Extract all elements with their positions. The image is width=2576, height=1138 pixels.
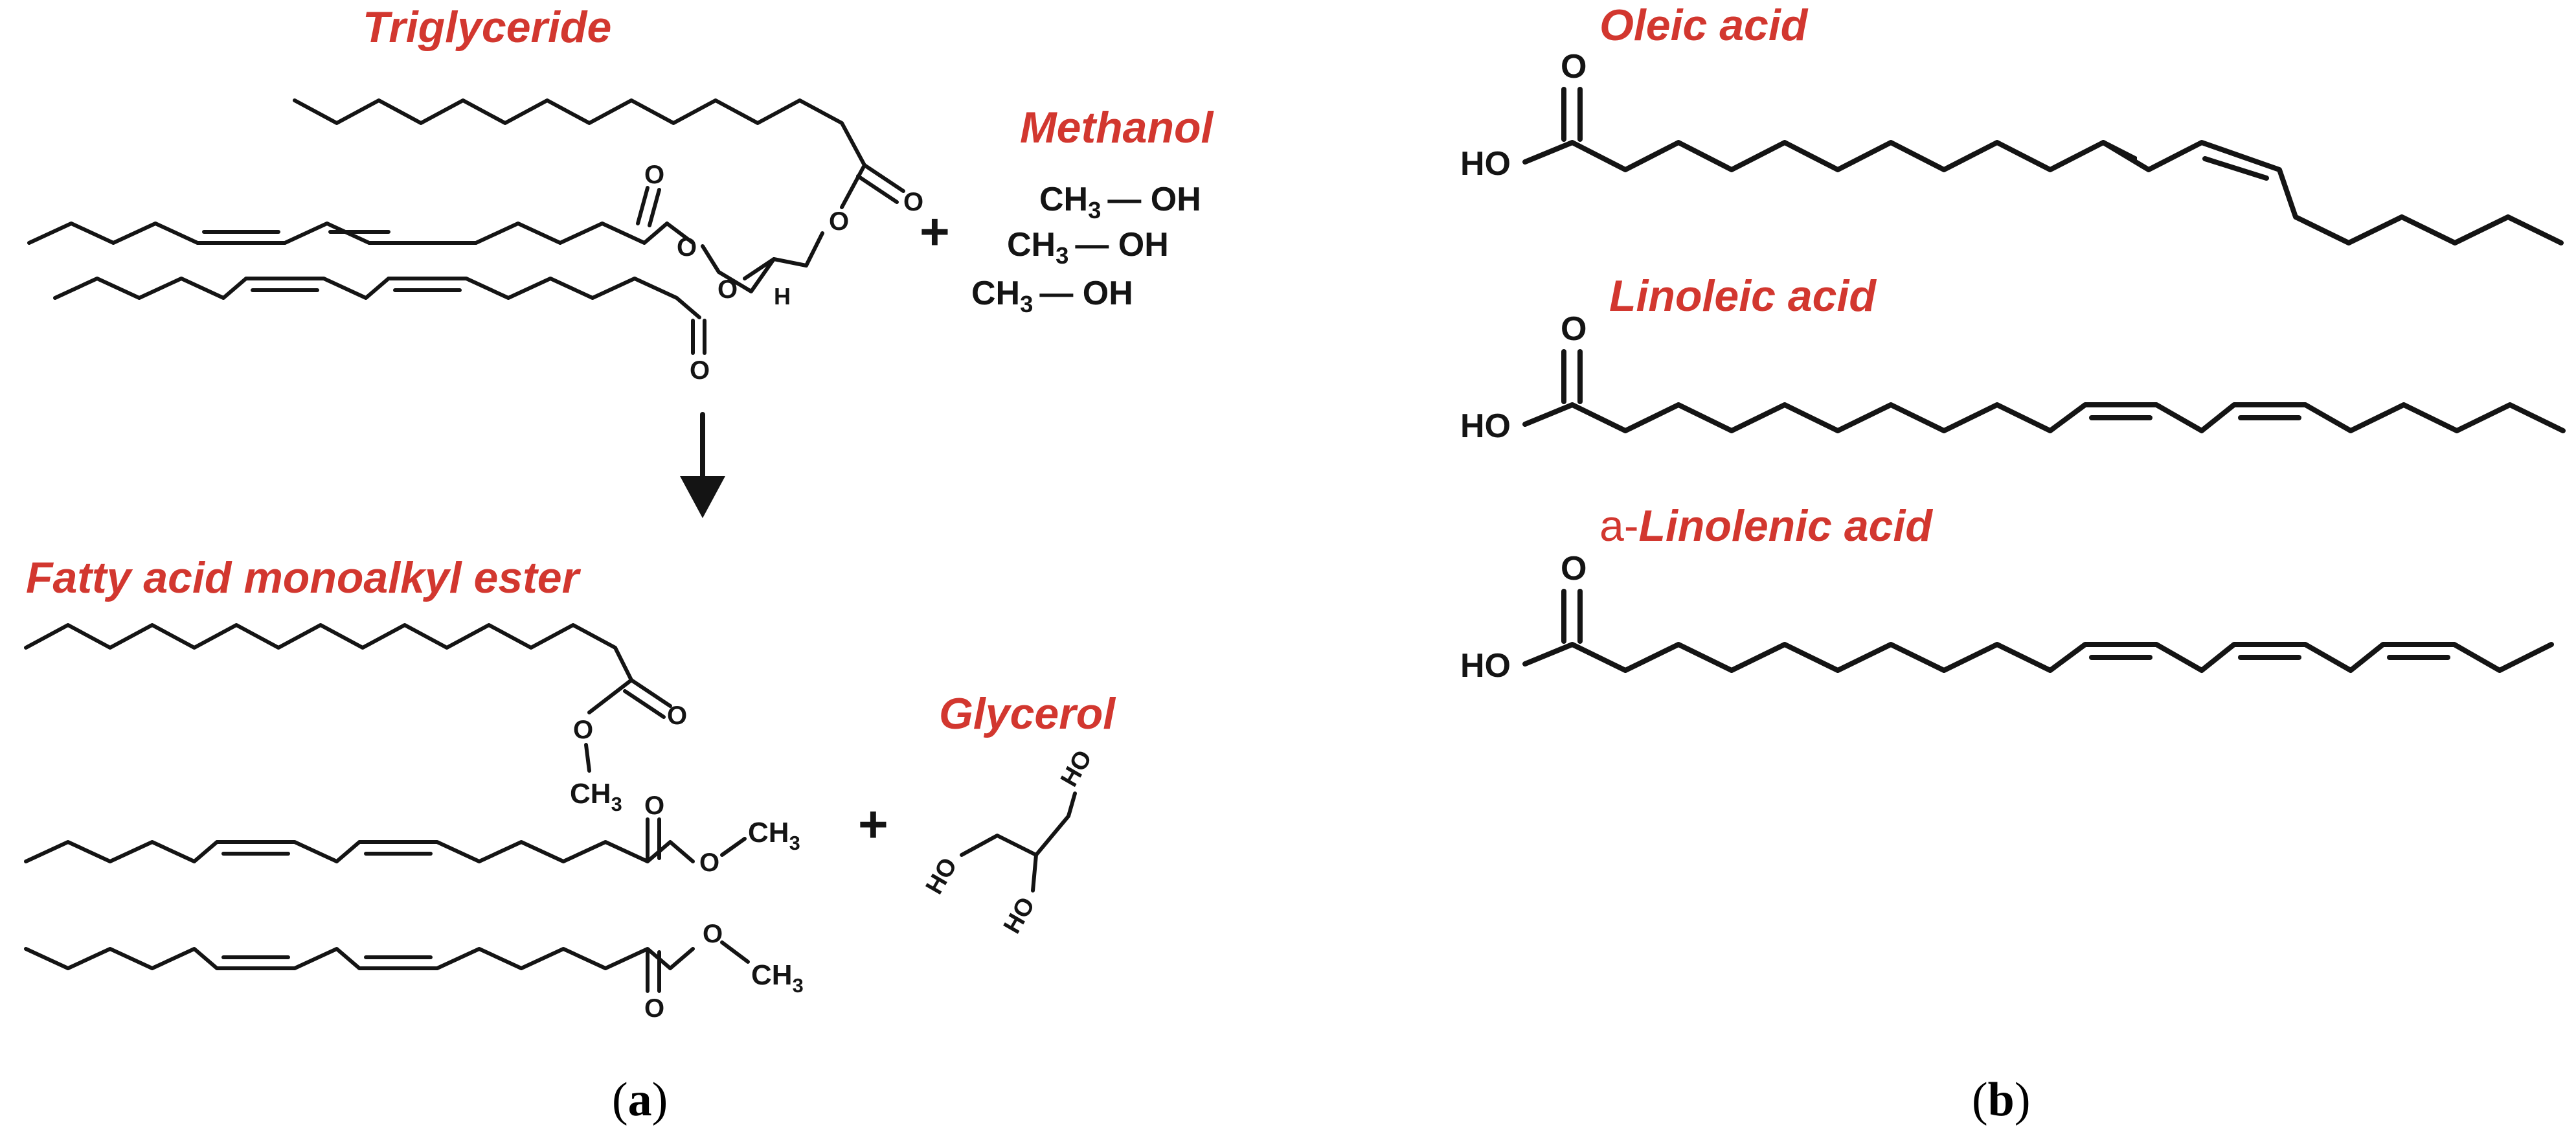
fame-3-methyl-bond (720, 940, 750, 964)
oleic-acid-label: Oleic acid (1599, 1, 1809, 50)
svg-text:CH3: CH3 (751, 959, 804, 997)
caption-b: (b) (1972, 1073, 2030, 1126)
fame-3-o-carbonyl: O (644, 994, 664, 1023)
methanol-1-oh: — OH (1107, 181, 1201, 218)
fame-1-o-carbonyl: O (667, 701, 687, 730)
methanol-3: CH3— OH (971, 275, 1133, 317)
plus-sign-bottom: + (858, 795, 888, 853)
methanol-1-ch: CH (1039, 181, 1088, 218)
fame-3-ch: CH (751, 959, 793, 991)
methanol-1: CH3— OH (1039, 181, 1201, 223)
methanol-2-ch: CH (1007, 226, 1056, 264)
methanol-2-oh: — OH (1075, 226, 1168, 264)
fame-3-sub: 3 (793, 974, 804, 997)
fame-1-sub: 3 (611, 793, 622, 815)
svg-text:CH3— OH: CH3— OH (971, 275, 1133, 317)
tg-chain-1 (293, 98, 866, 209)
tg-chain-1-o-carbonyl: O (903, 188, 923, 216)
fame-1-methyl-bond (584, 743, 591, 773)
triglyceride-label: Triglyceride (363, 3, 611, 52)
linolenic-prefix: a- (1599, 501, 1638, 551)
linoleic-acid-label: Linoleic acid (1609, 271, 1877, 321)
panel-b: Oleic acid HO O Linoleic acid HO O a-Lin… (1460, 1, 2566, 1126)
fame-2-ch: CH (748, 817, 789, 848)
svg-text:CH3— OH: CH3— OH (1039, 181, 1201, 223)
plus-sign-top: + (920, 203, 950, 260)
fame-chain-1-carbonyl-2 (623, 689, 666, 719)
fame-1-o-ester: O (573, 716, 593, 744)
tg-chain-3-o-carbonyl: O (690, 356, 710, 385)
fame-label: Fatty acid monoalkyl ester (26, 553, 582, 602)
methanol-1-sub: 3 (1088, 197, 1101, 223)
glycerol-label: Glycerol (939, 689, 1116, 738)
methanol-2-sub: 3 (1056, 242, 1068, 269)
tg-backbone-o2 (743, 257, 776, 280)
reaction-arrow (680, 412, 725, 518)
methanol-2: CH3 — OH (1007, 226, 1169, 269)
tg-chain-2 (27, 222, 695, 245)
tg-chain-3-o-ester: O (717, 275, 738, 304)
fame-chain-1-carbonyl (629, 678, 672, 708)
fame-chain-2 (24, 840, 695, 863)
svg-text:CH3— OH: CH3 — OH (1007, 226, 1169, 269)
fame-2-sub: 3 (789, 832, 800, 854)
linoleic-chain (1522, 402, 2566, 433)
oleic-mask (2137, 130, 2500, 188)
linolenic-ho: HO (1460, 647, 1511, 685)
fame-chain-3 (24, 947, 695, 970)
tg-chain-2-carbonyl (636, 186, 650, 225)
tg-chain-2-o-ester: O (677, 233, 697, 262)
methanol-3-sub: 3 (1020, 291, 1033, 317)
oleic-o: O (1561, 48, 1587, 85)
methanol-3-ch: CH (971, 275, 1020, 312)
tg-chain-2-o-carbonyl: O (644, 161, 664, 189)
fame-2-o-ester: O (699, 848, 719, 877)
linolenic-acid-label: a-Linolenic acid (1599, 501, 1933, 551)
svg-text:CH3: CH3 (748, 817, 800, 854)
tg-backbone (701, 231, 824, 293)
methanol-3-oh: — OH (1039, 275, 1133, 312)
linolenic-o: O (1561, 550, 1587, 587)
linolenic-chain (1522, 642, 2554, 673)
methanol-label: Methanol (1020, 103, 1215, 152)
tg-chain-1-carbonyl (863, 163, 905, 193)
linolenic-name: Linolenic acid (1638, 501, 1933, 551)
caption-a: (a) (612, 1073, 668, 1126)
fame-2-o-carbonyl: O (644, 791, 664, 820)
fame-1-ch: CH (570, 778, 611, 810)
linoleic-o: O (1561, 310, 1587, 348)
tg-chiral-h: H (774, 283, 791, 310)
fame-chain-1 (24, 623, 633, 714)
tg-chain-1-o-ester: O (829, 207, 849, 236)
fame-3-o-ester: O (703, 920, 723, 948)
tg-chain-3 (53, 277, 701, 319)
tg-chain-2-carbonyl-2 (648, 188, 661, 227)
svg-text:CH3: CH3 (570, 778, 622, 815)
oleic-ho: HO (1460, 145, 1511, 183)
fame-2-methyl-bond (720, 837, 747, 857)
oleic-db-line (2202, 156, 2269, 181)
oleic-tail (2101, 140, 2564, 245)
linoleic-ho: HO (1460, 407, 1511, 445)
tg-chain-1-carbonyl-2 (856, 174, 899, 204)
